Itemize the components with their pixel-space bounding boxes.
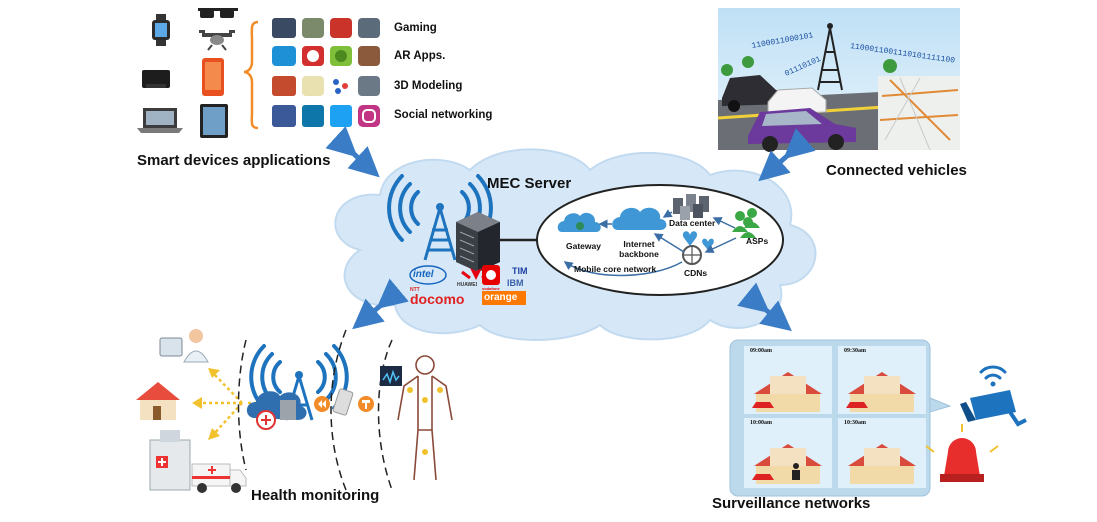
data-center-label: Data center (669, 218, 716, 228)
vendor-tim: TIM (512, 266, 528, 276)
vendor-vodafone: vodafone (482, 286, 500, 291)
alarm-light-icon (925, 424, 999, 482)
app-category-gaming: Gaming (394, 22, 437, 34)
frame-4 (838, 418, 926, 488)
mec-server-title: MEC Server (487, 175, 572, 192)
frame-time-1: 09:00am (750, 348, 772, 354)
ambulance-icon (191, 463, 247, 493)
server-icon (456, 212, 500, 272)
smartphone-icon (202, 58, 224, 96)
vendor-huawei: HUAWEI (457, 282, 477, 288)
app-bracket (243, 20, 259, 130)
internet-cloud-icon (612, 207, 667, 230)
cdns-label: CDNs (684, 268, 708, 278)
linkedin-icon (302, 105, 324, 127)
twitter-icon (330, 105, 352, 127)
game-console-icon (142, 70, 170, 88)
vendor-orange: orange (484, 292, 518, 303)
security-camera-icon (960, 365, 1027, 427)
frame-time-3: 10:00am (750, 420, 772, 426)
cdns-icon (682, 231, 714, 265)
gateway-cloud-icon (557, 212, 601, 232)
connected-vehicles-title: Connected vehicles (826, 162, 967, 179)
tablet-icon (200, 104, 228, 138)
smartwatch-icon (152, 14, 170, 46)
vehicles-photo (717, 8, 960, 152)
facebook-icon (272, 105, 296, 127)
instagram-icon (358, 105, 380, 127)
health-antenna-icon (246, 344, 349, 430)
health-monitoring-title: Health monitoring (251, 487, 380, 504)
vendor-logos (409, 265, 526, 305)
app-icon-grid (272, 18, 380, 127)
laptop-icon (137, 108, 183, 133)
surveillance-frames (744, 346, 926, 488)
frame-1 (744, 346, 832, 414)
connection-arrows (325, 126, 816, 332)
body-icon (380, 355, 453, 481)
network-arrows (563, 209, 737, 277)
frame-time-2: 09:30am (844, 348, 866, 354)
mobile-core-label: Mobile core network (574, 264, 657, 274)
frame-2 (838, 346, 926, 414)
data-center-icon (673, 194, 709, 220)
vendor-intel: intel (413, 269, 434, 280)
vendor-ntt: NTT (410, 287, 420, 293)
smart-glasses-icon (198, 8, 238, 18)
app-category-ar: AR Apps. (394, 50, 446, 62)
app-category-social: Social networking (394, 109, 493, 121)
frame-3 (744, 418, 832, 488)
gateway-label: Gateway (566, 241, 601, 251)
asps-icon (732, 208, 760, 238)
smart-devices-title: Smart devices applications (137, 152, 331, 169)
app-category-3d: 3D Modeling (394, 80, 463, 92)
doctor-icon (159, 329, 209, 363)
hospital-icon (149, 430, 191, 491)
health-relay-icons (314, 388, 374, 416)
asps-label: ASPs (746, 236, 769, 246)
drone-icon (199, 30, 235, 51)
health-signal-arcs (237, 329, 393, 491)
internet-backbone-label: Internet backbone (619, 239, 659, 259)
surveillance-title: Surveillance networks (712, 495, 871, 512)
vendor-docomo: docomo (410, 291, 465, 307)
frame-time-4: 10:30am (844, 420, 866, 426)
house-icon (136, 382, 180, 420)
vendor-ibm: IBM (507, 278, 524, 288)
